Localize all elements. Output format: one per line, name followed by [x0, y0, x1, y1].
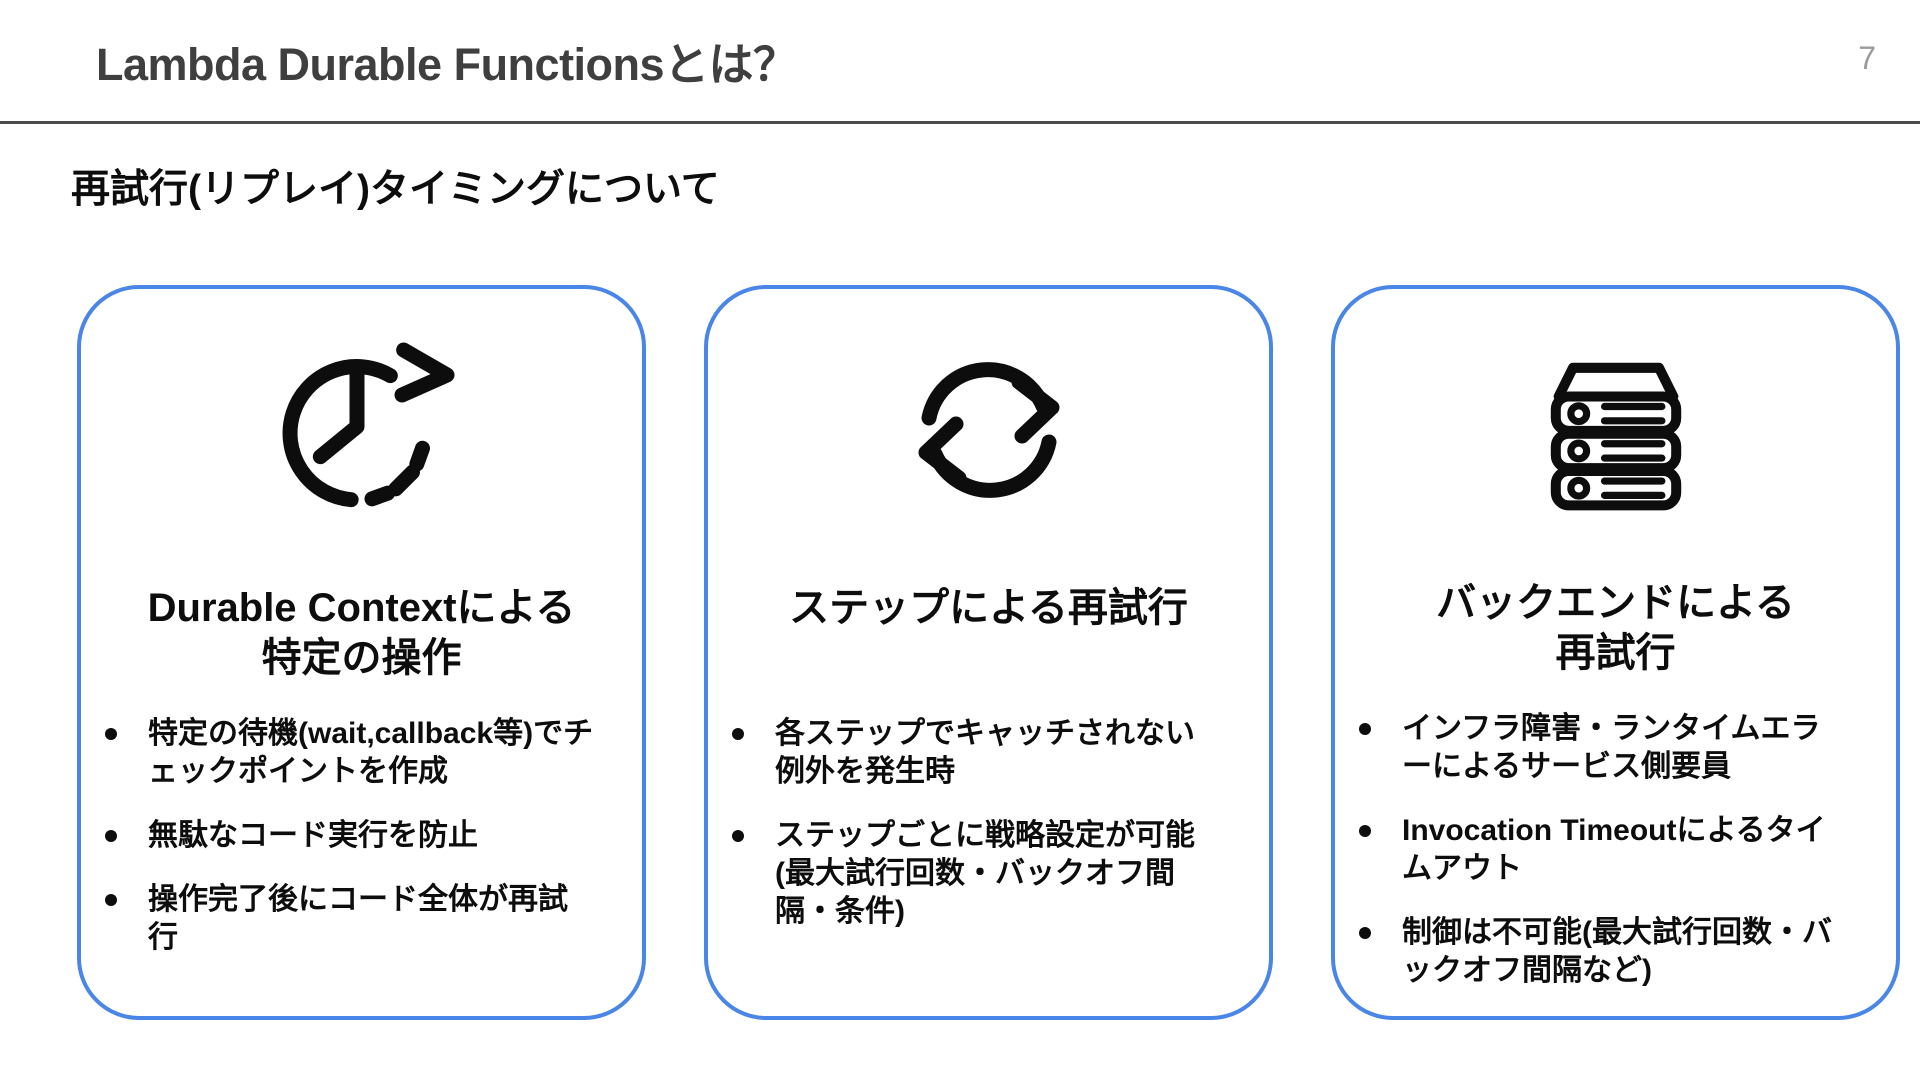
bullet-dot	[1359, 927, 1371, 939]
header-divider	[0, 121, 1920, 124]
bullet-text: 特定の待機(wait,callback等)でチェックポイントを作成	[148, 717, 594, 788]
bullet-item: 各ステップでキャッチされない例外を発生時	[732, 715, 1223, 791]
bullet-text: 操作完了後にコード全体が再試行	[148, 883, 568, 954]
bullet-text: ステップごとに戦略設定が可能(最大試行回数・バックオフ間隔・条件)	[775, 819, 1195, 928]
card-bullet-list: 各ステップでキャッチされない例外を発生時 ステップごとに戦略設定が可能(最大試行…	[708, 715, 1269, 957]
bullet-dot	[1359, 723, 1371, 735]
bullet-text: 制御は不可能(最大試行回数・バックオフ間隔など)	[1402, 916, 1832, 987]
bullet-item: 特定の待機(wait,callback等)でチェックポイントを作成	[105, 715, 596, 791]
card-title: Durable Contextによる 特定の操作	[147, 586, 576, 680]
bullet-dot	[105, 728, 117, 740]
slide-title: Lambda Durable Functionsとは？	[96, 39, 798, 90]
bullet-item: 無駄なコード実行を防止	[105, 817, 596, 855]
bullet-dot	[105, 894, 117, 906]
bullet-text: 無駄なコード実行を防止	[148, 819, 478, 852]
bullet-dot	[1359, 825, 1371, 837]
page-number: 7	[1858, 40, 1876, 76]
bullet-item: Invocation Timeoutによるタイムアウト	[1359, 812, 1850, 888]
bullet-text: インフラ障害・ランタイムエラーによるサービス側要員	[1402, 712, 1821, 783]
bullet-text: Invocation Timeoutによるタイムアウト	[1402, 814, 1826, 885]
bullet-item: ステップごとに戦略設定が可能(最大試行回数・バックオフ間隔・条件)	[732, 817, 1223, 931]
card-title: バックエンドによる 再試行	[1436, 581, 1795, 675]
refresh-cycle-icon	[899, 325, 1079, 535]
clock-history-icon	[262, 325, 462, 535]
card-backend-retry: バックエンドによる 再試行 インフラ障害・ランタイムエラーによるサービス側要員 …	[1331, 285, 1900, 1020]
bullet-dot	[732, 728, 744, 740]
card-title: ステップによる再試行	[789, 586, 1188, 630]
server-stack-icon	[1530, 325, 1702, 530]
section-subtitle: 再試行(リプレイ)タイミングについて	[71, 168, 720, 211]
bullet-text: 各ステップでキャッチされない例外を発生時	[775, 717, 1195, 788]
bullet-dot	[105, 830, 117, 842]
bullet-dot	[732, 830, 744, 842]
cards-row: Durable Contextによる 特定の操作 特定の待機(wait,call…	[77, 285, 1900, 1020]
card-bullet-list: インフラ障害・ランタイムエラーによるサービス側要員 Invocation Tim…	[1335, 710, 1896, 1016]
card-step-retry: ステップによる再試行 各ステップでキャッチされない例外を発生時 ステップごとに戦…	[704, 285, 1273, 1020]
bullet-item: 操作完了後にコード全体が再試行	[105, 881, 596, 957]
card-durable-context: Durable Contextによる 特定の操作 特定の待機(wait,call…	[77, 285, 646, 1020]
bullet-item: インフラ障害・ランタイムエラーによるサービス側要員	[1359, 710, 1850, 786]
card-bullet-list: 特定の待機(wait,callback等)でチェックポイントを作成 無駄なコード…	[81, 715, 642, 983]
bullet-item: 制御は不可能(最大試行回数・バックオフ間隔など)	[1359, 914, 1850, 990]
